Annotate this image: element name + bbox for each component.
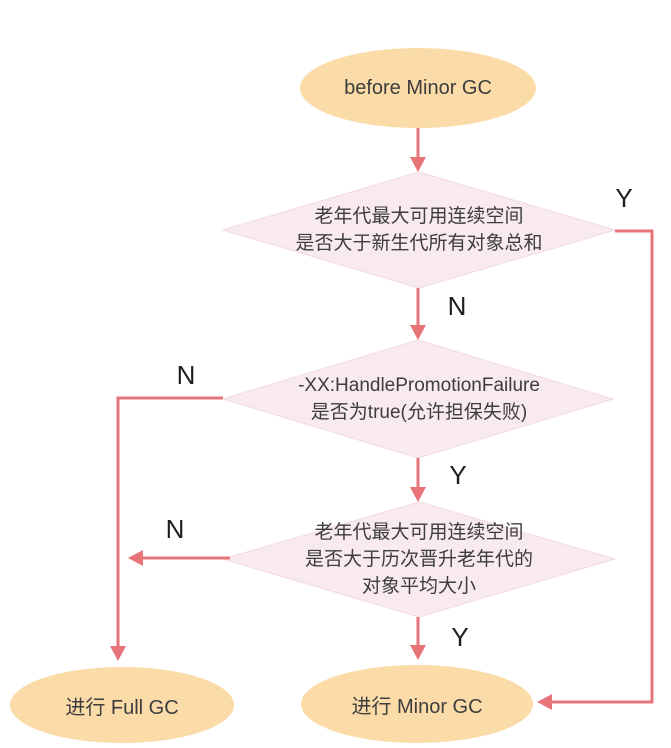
- edge-decision2-yes-arrow: [410, 458, 426, 502]
- node-full-gc-oval: 进行 Full GC: [10, 667, 234, 743]
- node-full-gc-label: 进行 Full GC: [65, 696, 179, 719]
- node-decision1-label: 老年代最大可用连续空间 是否大于新生代所有对象总和: [295, 206, 543, 254]
- edge-label-decision3-no: N: [165, 513, 185, 544]
- edge-decision3-yes-arrow: [410, 617, 426, 660]
- node-decision2-label: -XX:HandlePromotionFailure 是否为true(允许担保失…: [298, 375, 540, 423]
- node-decision3-label: 老年代最大可用连续空间 是否大于历次晋升老年代的 对象平均大小: [304, 522, 533, 597]
- node-start-oval: before Minor GC: [300, 48, 536, 128]
- edge-decision1-no-arrow: [410, 288, 426, 340]
- edge-decision2-no-arrow: [110, 396, 223, 661]
- node-start-label: before Minor GC: [344, 76, 492, 99]
- edge-decision3-no-arrow: [128, 550, 230, 566]
- edge-label-decision3-yes: Y: [451, 621, 469, 652]
- edge-start-to-decision1-arrow: [410, 128, 426, 172]
- node-minor-gc-oval: 进行 Minor GC: [301, 665, 533, 743]
- edge-label-decision2-yes: Y: [449, 459, 467, 490]
- edge-decision1-yes-arrow: [537, 229, 654, 710]
- edge-label-decision1-yes: Y: [615, 182, 633, 213]
- node-minor-gc-label: 进行 Minor GC: [351, 695, 483, 718]
- edge-label-decision2-no: N: [176, 359, 196, 390]
- edge-label-decision1-no: N: [447, 290, 467, 321]
